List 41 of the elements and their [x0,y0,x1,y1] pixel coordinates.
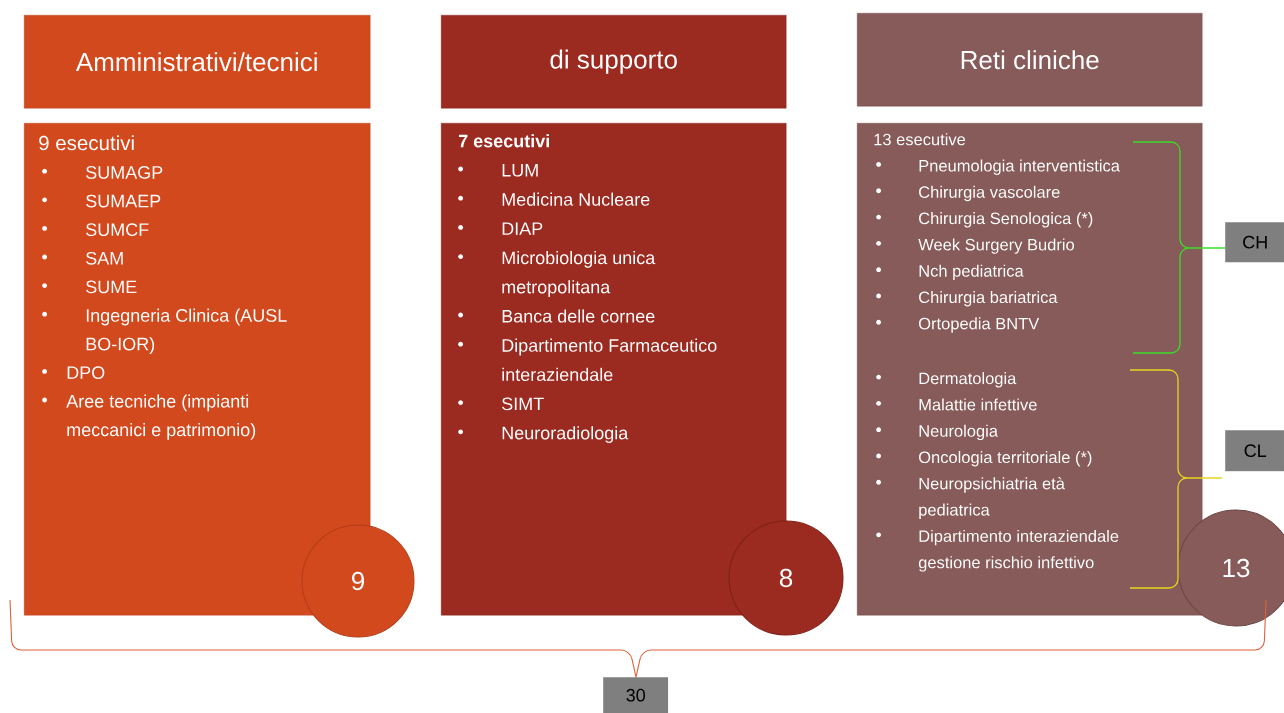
list-panel [24,123,371,616]
list-item: Ortopedia BNTV [876,317,1040,333]
column-header: di supporto [441,15,787,109]
list-item: SUME [42,280,137,294]
list-item: SIMT [458,397,544,411]
list-item: Oncologia territoriale (*) [876,451,1092,467]
list-heading: 13 esecutive [874,133,966,146]
list-item: Microbiologia unica metropolitana [458,251,656,297]
list-item: Chirurgia Senologica (*) [876,212,1093,228]
list-item: DPO [42,366,105,380]
list-item: Banca delle cornee [458,309,655,323]
node-label: 13 [1223,558,1250,578]
group-tag: 30 [603,677,669,713]
list-item: DIAP [458,222,543,235]
group-tag: CH [1225,222,1284,263]
list-item: Nch pediatrica [876,264,1024,281]
list-item: Dipartimento interaziendale gestione rischio infettivo [876,529,1119,572]
list-item: Malattie infettive [876,398,1037,411]
list-panel [857,123,1203,616]
list-item: Dipartimento Farmaceutico interaziendale [458,338,717,381]
list-item: SUMCF [42,223,149,237]
group-tag: CL [1225,430,1284,472]
list-heading: 9 esecutivi [39,135,134,151]
list-item: Chirurgia vascolare [876,185,1060,202]
list-item: SAM [42,251,123,265]
list-item: LUM [458,164,538,177]
list-item: SUMAEP [42,194,161,208]
list-heading: 7 esecutivi [459,134,549,148]
list-item: SUMAGP [42,166,163,179]
list-item: Ingegneria Clinica (AUSL BO-IOR) [42,308,287,354]
list-item: Dermatologia [876,372,1017,388]
list-item: Neuropsichiatria età pediatrica [876,477,1065,519]
list-item: Neurologia [876,424,998,441]
list-item: Aree tecniche (impianti meccanici e patrimonio) [42,394,256,440]
list-item: Medicina Nucleare [458,192,650,206]
column-header: Reti cliniche [857,13,1203,107]
list-item: Neuroradiologia [458,426,629,443]
list-item: Pneumologia interventistica [876,159,1120,175]
list-item: Chirurgia bariatrica [876,291,1058,307]
list-item: Week Surgery Budrio [876,238,1074,254]
column-header: Amministrativi/tecnici [24,15,371,109]
